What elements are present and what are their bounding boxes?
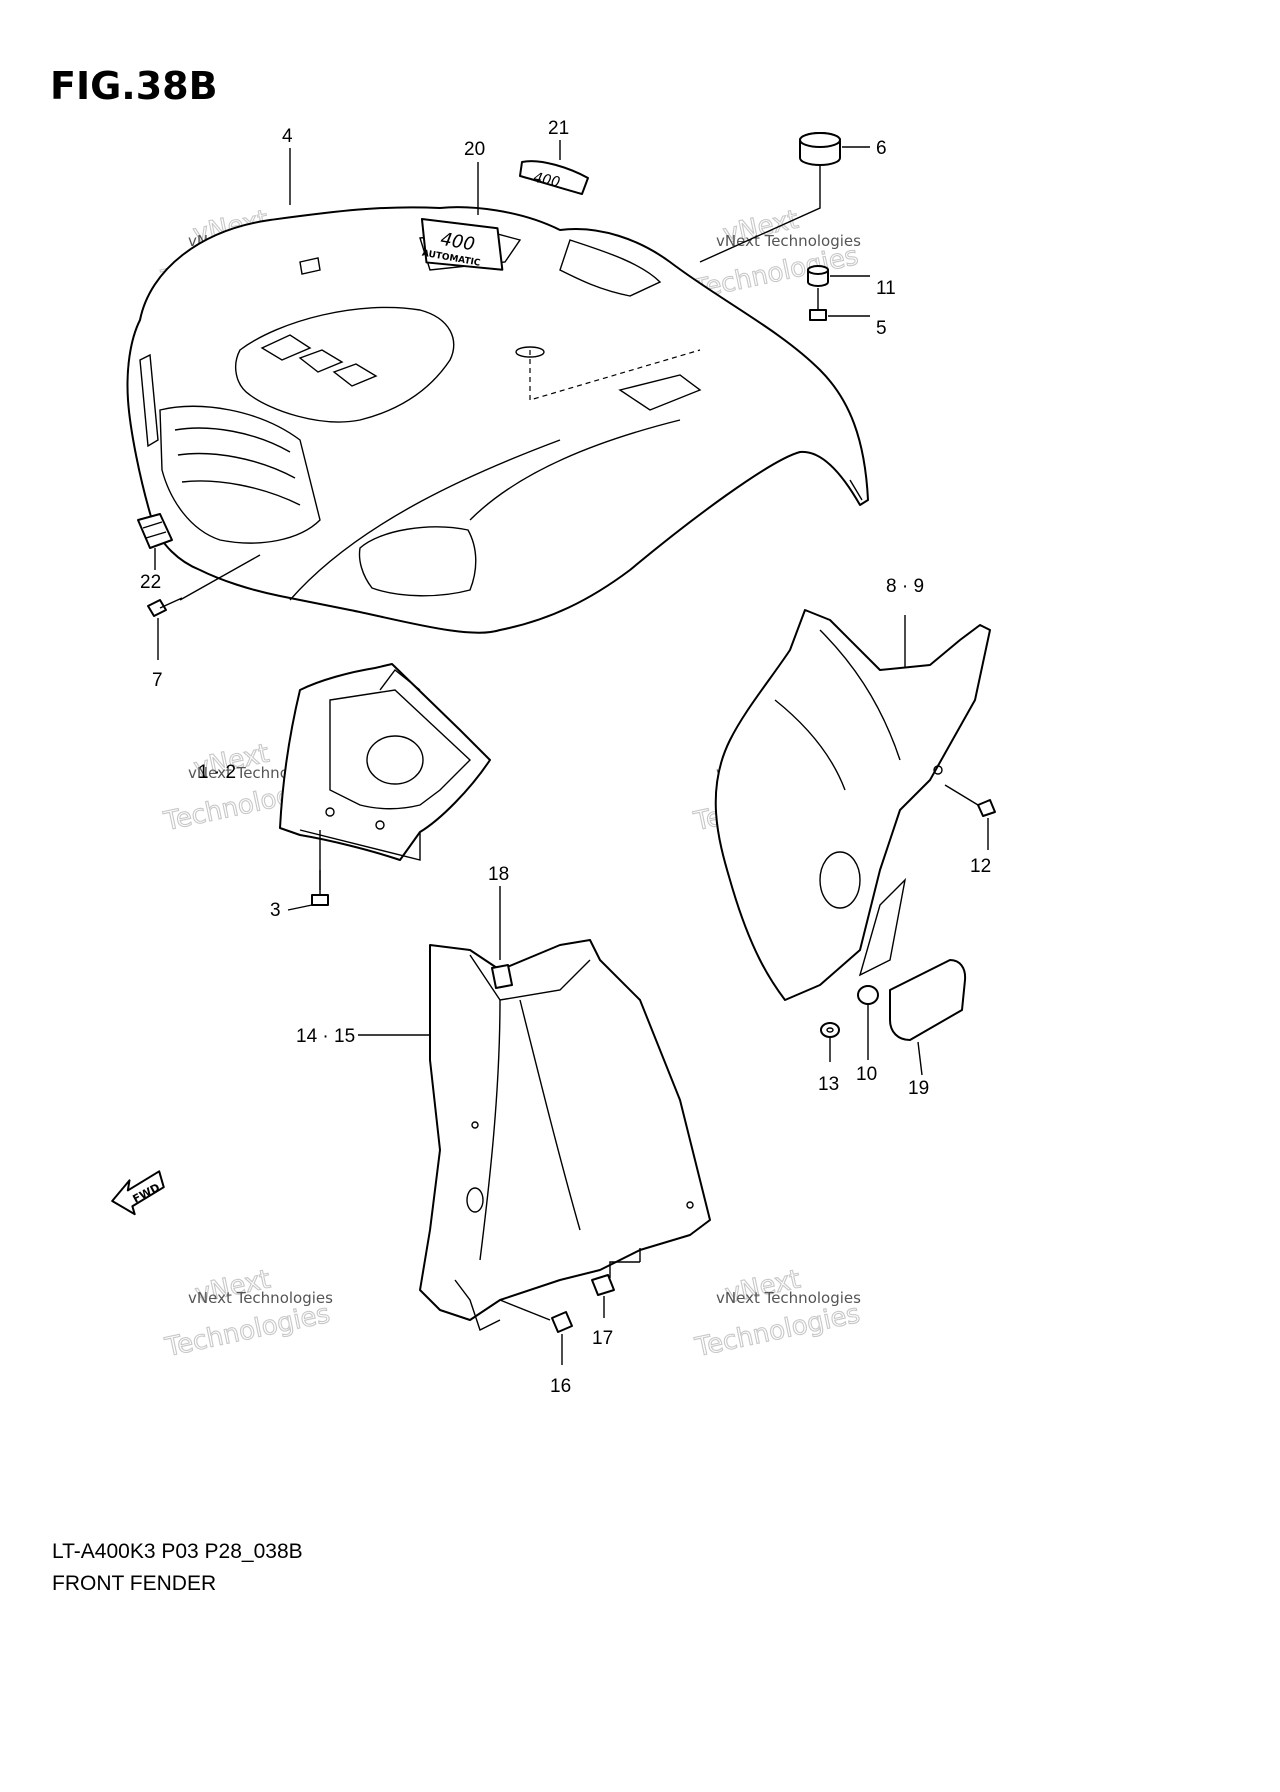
watermark-bottom-left: Technologies vNext vNext Technologies — [161, 1264, 333, 1364]
callout-21: 21 — [548, 118, 569, 139]
figure-code: LT-A400K3 P03 P28_038B — [52, 1540, 303, 1563]
screw-part-3 — [287, 870, 329, 911]
clip-part-22 — [137, 513, 173, 570]
bolt-part-5 — [809, 288, 870, 321]
emblem-number: 400 — [532, 170, 562, 191]
front-fender-shell — [126, 206, 869, 634]
callout-22: 22 — [140, 572, 161, 593]
bolt-part-16 — [499, 1299, 573, 1365]
callout-7: 7 — [152, 670, 163, 691]
callout-16: 16 — [550, 1376, 571, 1397]
screw-part-12 — [944, 784, 996, 850]
callout-5: 5 — [876, 318, 887, 339]
grommet-part-6 — [699, 132, 870, 263]
callout-4: 4 — [282, 126, 293, 147]
callout-3: 3 — [270, 900, 281, 921]
callout-20: 20 — [464, 139, 485, 160]
watermark-bottom-right: Technologies vNext vNext Technologies — [691, 1264, 863, 1364]
callout-17: 17 — [592, 1328, 613, 1349]
watermark-caption: vNext Technologies — [716, 1289, 861, 1307]
callout-6: 6 — [876, 138, 887, 159]
figure-name: FRONT FENDER — [52, 1572, 217, 1595]
watermark-stamp: Technologies — [692, 1299, 863, 1363]
callout-8-9: 8 · 9 — [886, 576, 924, 597]
watermark-stamp: Technologies — [162, 1299, 333, 1363]
callout-12: 12 — [970, 856, 991, 877]
forward-direction-arrow-icon: FWD — [111, 1170, 165, 1216]
watermark-caption: vNext Technologies — [188, 1289, 333, 1307]
callout-11: 11 — [876, 278, 896, 299]
decal-part-20: 400 AUTOMATIC — [420, 217, 504, 271]
spacer-part-11 — [807, 265, 870, 287]
emblem-part-21: 400 — [519, 160, 589, 195]
cover-part-19 — [889, 959, 967, 1076]
inner-fender-part-14-15 — [358, 939, 711, 1331]
callout-19: 19 — [908, 1078, 929, 1099]
grommet-part-10 — [857, 985, 879, 1060]
headlight-housing-part-1-2 — [279, 663, 491, 890]
nut-part-18 — [491, 886, 513, 989]
callout-10: 10 — [856, 1064, 877, 1085]
bolt-part-17 — [591, 1261, 640, 1318]
callout-18: 18 — [488, 864, 509, 885]
callout-14-15: 14 · 15 — [296, 1026, 355, 1047]
callout-13: 13 — [818, 1074, 839, 1095]
screw-part-7 — [147, 554, 261, 660]
washer-part-13 — [820, 1022, 840, 1062]
callout-1-2: 1 · 2 — [198, 762, 236, 783]
side-panel-part-8-9 — [714, 609, 991, 1001]
watermark-caption: vNext Technologies — [716, 232, 861, 250]
figure-title: FIG.38B — [50, 64, 218, 108]
